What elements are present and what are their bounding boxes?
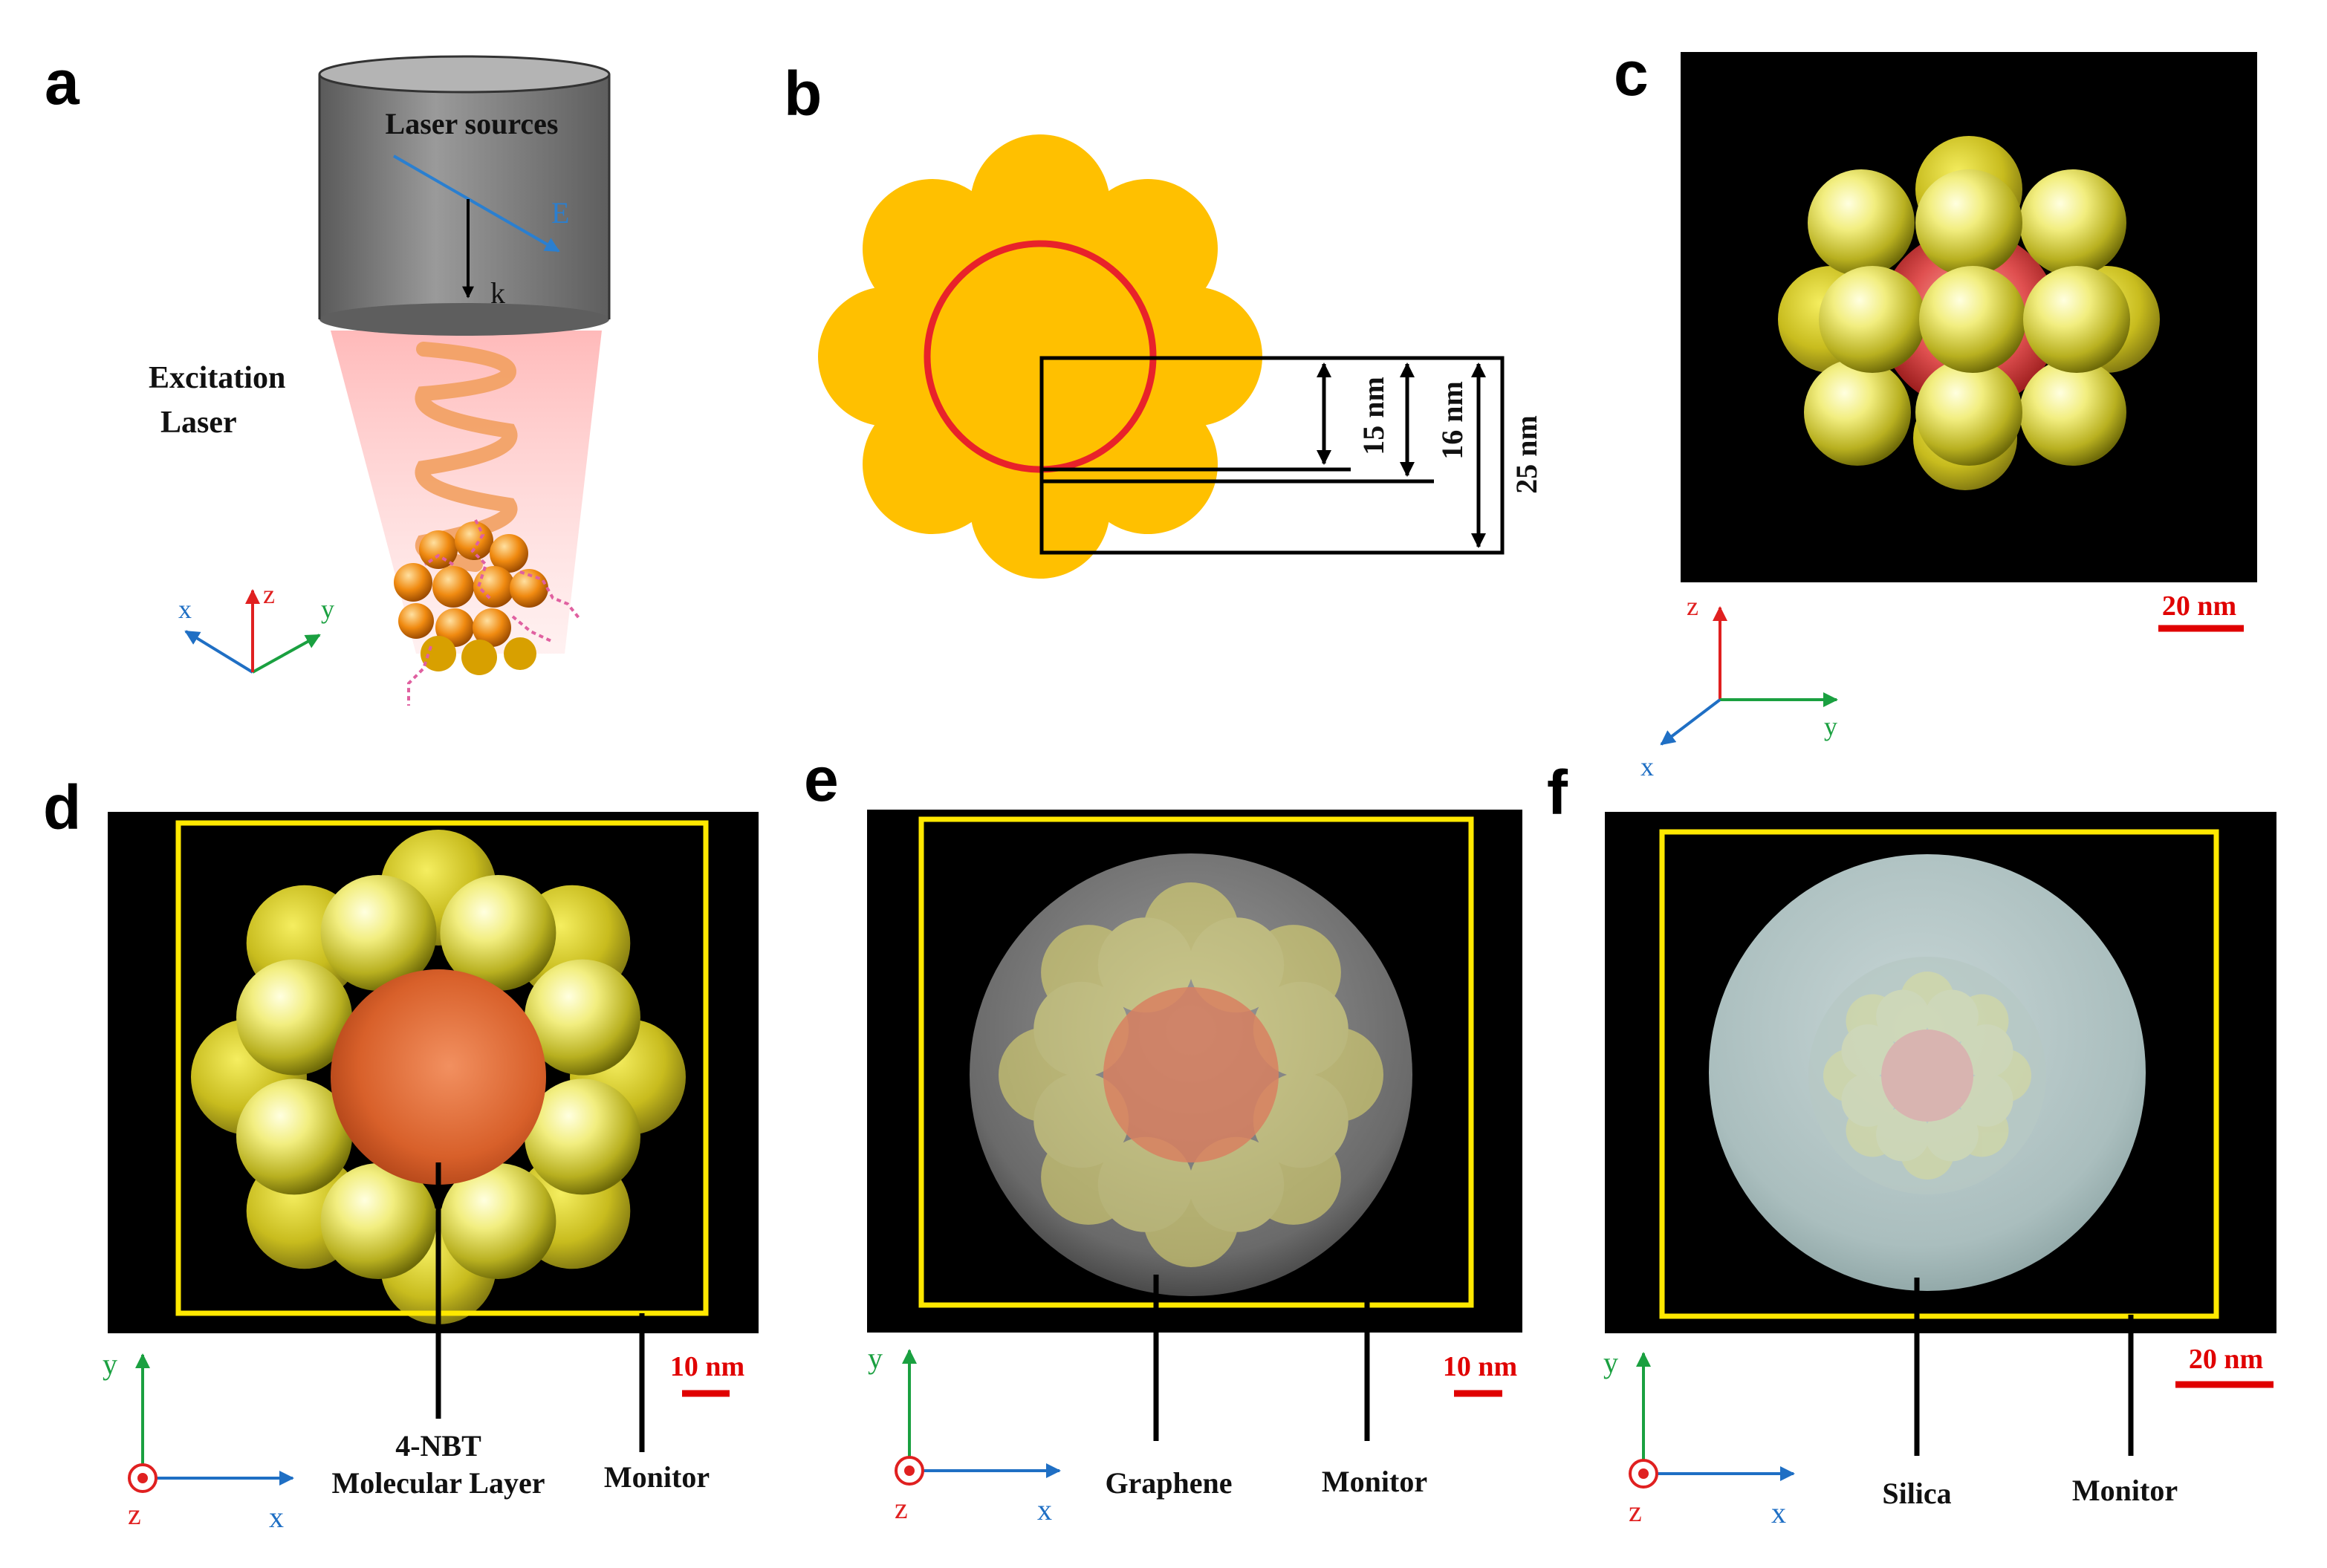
- panel-b: b 15 nm 16 nm 25 nm: [784, 59, 1543, 579]
- gold-sphere: [236, 1079, 352, 1195]
- scale-bar-label-e: 10 nm: [1443, 1351, 1517, 1382]
- e-field-label: E: [551, 196, 569, 230]
- panel-label-d: d: [43, 772, 81, 842]
- axes-triad-a: x y z: [178, 579, 334, 674]
- axis-label-x: x: [269, 1500, 284, 1534]
- gold-sphere: [1876, 989, 1930, 1044]
- gold-sphere: [1033, 1073, 1129, 1168]
- gold-sphere: [1189, 1136, 1285, 1232]
- axis-label-x: x: [1640, 752, 1654, 781]
- axis-label-x: x: [1037, 1493, 1052, 1526]
- gold-sphere: [1253, 981, 1349, 1077]
- nanocluster-illustration: [394, 519, 581, 706]
- panel-c: c 20 nm z y x: [1614, 39, 2257, 781]
- panel-f: f Silica Monitor 20 nm y z x: [1547, 758, 2276, 1529]
- callout-layer-line2: Molecular Layer: [332, 1466, 545, 1500]
- gold-sphere: [1841, 1024, 1895, 1079]
- gold-sphere: [1097, 1136, 1193, 1232]
- monitor-box-d: [175, 820, 709, 1316]
- gold-sphere: [1924, 989, 1979, 1044]
- excitation-label-line1: Excitation: [149, 361, 285, 395]
- monitor-box-e: [918, 816, 1474, 1308]
- laser-sources-label: Laser sources: [386, 107, 559, 140]
- axis-label-y: y: [1824, 712, 1837, 741]
- gold-sphere: [1097, 917, 1193, 1013]
- gold-sphere: [1955, 994, 2009, 1048]
- gold-sphere: [320, 1163, 437, 1279]
- gold-spheres-layer-f: [1823, 972, 2031, 1180]
- gold-sphere: [1876, 1107, 1930, 1162]
- panel-label-c: c: [1614, 39, 1649, 108]
- axis-label-y: y: [1603, 1346, 1618, 1379]
- nanocluster-3d-render: [1778, 136, 2160, 490]
- molecular-layer-core: [331, 969, 546, 1185]
- k-vector-label: k: [490, 276, 505, 310]
- panel-label-f: f: [1547, 758, 1568, 827]
- gold-sphere: [1955, 1103, 2009, 1157]
- dimension-lines: [1039, 356, 1505, 555]
- gold-sphere: [1841, 1073, 1895, 1127]
- axis-label-z: z: [1687, 591, 1698, 621]
- axes-triad-c: z y x: [1640, 591, 1838, 781]
- dimension-16nm: 16 nm: [1435, 381, 1469, 460]
- callout-graphene: Graphene: [1105, 1466, 1232, 1500]
- gold-sphere: [1901, 1126, 1954, 1180]
- callout-layer-line1: 4-NBT: [395, 1429, 481, 1463]
- e-field-arrow: [393, 154, 560, 253]
- gold-sphere: [1959, 1024, 2013, 1079]
- dimension-15nm: 15 nm: [1357, 377, 1390, 455]
- scale-bar-label-c: 20 nm: [2162, 591, 2236, 622]
- gold-sphere: [440, 1163, 556, 1279]
- axis-label-y: y: [103, 1347, 117, 1381]
- axis-label-x: x: [178, 594, 192, 624]
- axis-label-z: z: [128, 1497, 141, 1531]
- gold-sphere: [1823, 1049, 1877, 1102]
- gold-sphere: [320, 875, 437, 991]
- gold-spheres-layer: [191, 830, 686, 1324]
- gold-sphere: [236, 959, 352, 1076]
- dimension-25nm: 25 nm: [1510, 415, 1543, 494]
- gold-sphere: [1189, 917, 1285, 1013]
- axes-triad-e: y z x: [868, 1341, 1061, 1526]
- axes-triad-f: y z x: [1603, 1346, 1795, 1529]
- scale-bar-label-d: 10 nm: [670, 1351, 744, 1382]
- panel-d: d 4-NBT Molecular Layer Monitor 10 nm y …: [43, 772, 759, 1534]
- panel-e: e Graphene Monitor 10 nm y z x: [804, 744, 1522, 1526]
- gold-sphere: [525, 1079, 640, 1195]
- panel-label-e: e: [804, 744, 839, 814]
- callout-silica: Silica: [1882, 1477, 1951, 1510]
- axis-label-y: y: [321, 594, 334, 624]
- axis-label-z: z: [263, 579, 275, 609]
- scale-bar-label-f: 20 nm: [2189, 1344, 2263, 1375]
- gold-sphere: [440, 875, 556, 991]
- gold-sphere: [1033, 981, 1129, 1077]
- axes-triad-d: y z x: [103, 1347, 294, 1534]
- gold-spheres-layer-e: [999, 882, 1383, 1267]
- axis-label-z: z: [1629, 1494, 1642, 1528]
- panel-label-a: a: [45, 48, 80, 117]
- gold-sphere: [1978, 1049, 2031, 1102]
- gold-sphere: [1924, 1107, 1979, 1162]
- panel-label-b: b: [784, 59, 822, 129]
- axis-label-y: y: [868, 1341, 883, 1375]
- callout-monitor-f: Monitor: [2072, 1474, 2178, 1507]
- gold-sphere: [1253, 1073, 1349, 1168]
- axis-label-z: z: [895, 1491, 908, 1525]
- gold-sphere: [1846, 994, 1900, 1048]
- gold-sphere: [1959, 1073, 2013, 1127]
- callout-monitor-d: Monitor: [604, 1460, 710, 1494]
- axis-label-x: x: [1771, 1496, 1786, 1529]
- gold-sphere: [1901, 972, 1954, 1025]
- core-f: [1881, 1029, 1973, 1122]
- panel-a: a Laser sources E k Excitation Laser: [45, 48, 611, 706]
- excitation-label-line2: Laser: [160, 406, 237, 440]
- gold-sphere: [1846, 1103, 1900, 1157]
- gold-sphere: [525, 959, 640, 1076]
- callout-monitor-e: Monitor: [1322, 1465, 1427, 1498]
- core-e: [1103, 987, 1279, 1162]
- monitor-box-f: [1659, 829, 2219, 1319]
